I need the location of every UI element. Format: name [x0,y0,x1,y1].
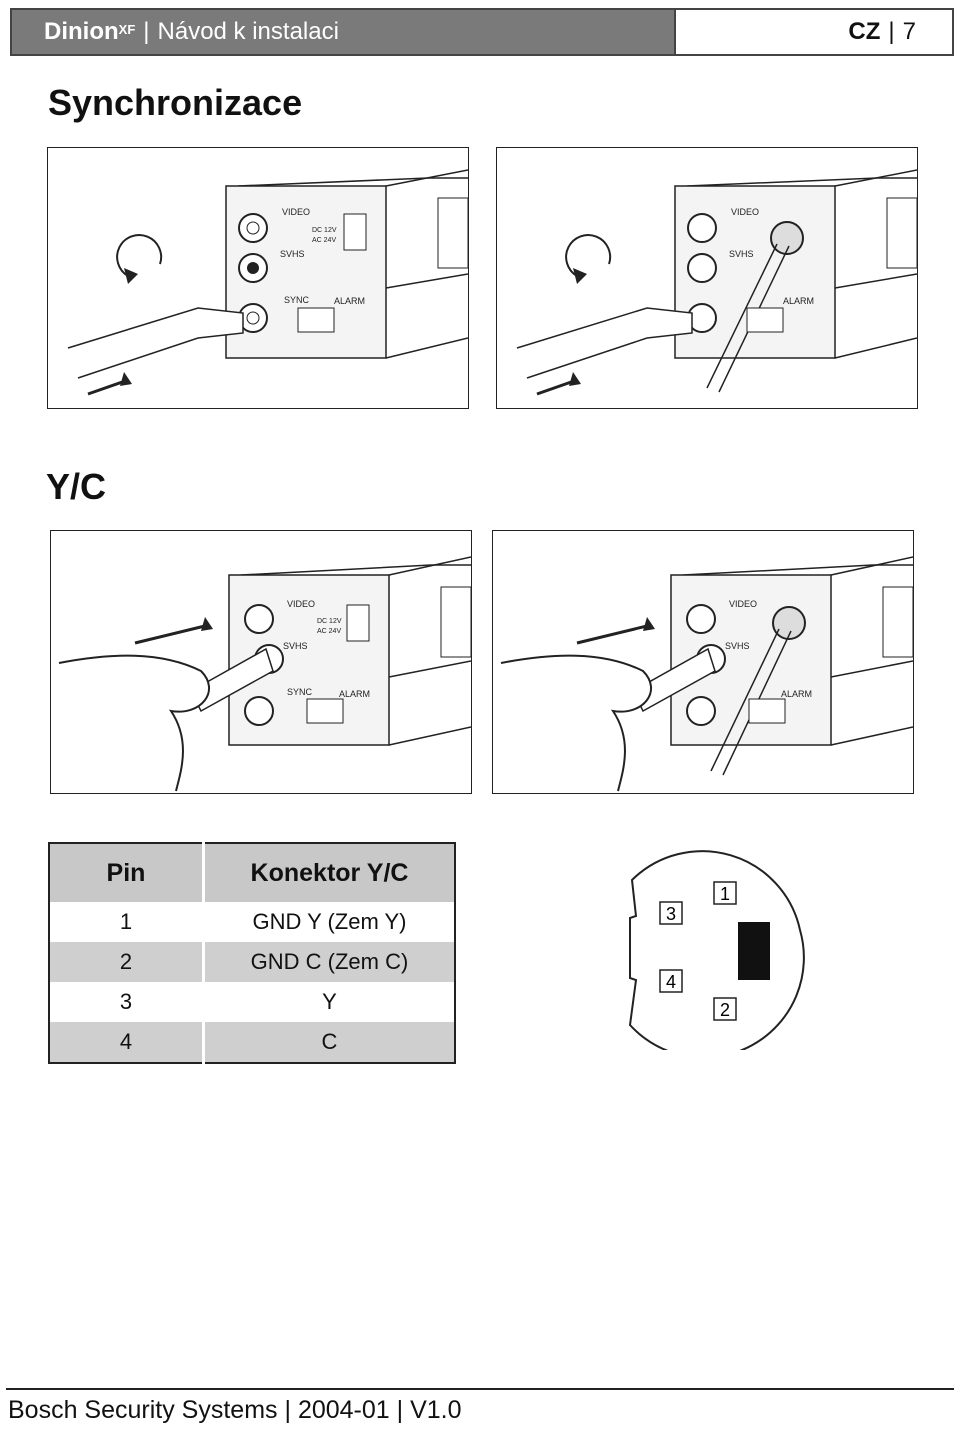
connector-pinout: 1 2 3 4 [628,850,805,1059]
signal-cell: C [203,1022,455,1063]
pin-label: 2 [720,1000,730,1020]
table-row: 1 GND Y (Zem Y) [49,902,455,942]
camera-illustration: VIDEO SVHS ALARM [516,169,918,396]
panel-label: VIDEO [287,599,315,609]
panel-label: AC 24V [317,628,341,635]
panel-label: VIDEO [729,599,757,609]
table-header-row: Pin Konektor Y/C [49,843,455,902]
pin-cell: 2 [49,942,205,982]
table-row: 3 Y [49,982,455,1022]
panel-label: AC 24V [312,237,336,244]
signal-cell: GND C (Zem C) [203,942,455,982]
figure-yc-bnc: VIDEO SVHS SYNC ALARM DC 12V AC 24V [50,530,472,794]
figure-sync-svhs: VIDEO SVHS ALARM [496,147,918,409]
panel-label: SVHS [280,249,305,259]
pin-label: 1 [720,884,730,904]
separator: | [143,18,150,45]
panel-label: ALARM [783,296,814,306]
figure-sync-bnc: VIDEO SVHS SYNC ALARM DC 12V AC 24V [47,147,469,409]
section-heading-yc: Y/C [46,466,107,507]
pin-table: Pin Konektor Y/C 1 GND Y (Zem Y) 2 GND C… [48,842,456,1064]
panel-label: SVHS [283,641,308,651]
panel-label: SVHS [729,249,754,259]
separator: | [888,18,895,45]
panel-label: SYNC [284,295,310,305]
company-name: Bosch Security Systems [8,1396,278,1424]
product-name: Dinion [44,18,119,45]
page-number: 7 [902,18,916,45]
doc-version: V1.0 [410,1396,462,1424]
signal-cell: Y [322,989,337,1014]
signal-cell: GND Y (Zem Y) [252,909,407,934]
product-superscript: XF [118,21,136,37]
panel-label: DC 12V [312,227,337,234]
panel-label: ALARM [339,689,370,699]
page-footer: Bosch Security Systems | 2004-01 | V1.0 [8,1396,462,1425]
panel-label: SVHS [725,641,750,651]
yc-connector-diagram: 1 2 3 4 [610,850,810,1059]
camera-illustration: VIDEO SVHS SYNC ALARM DC 12V AC 24V [67,169,469,396]
panel-label: DC 12V [317,618,342,625]
column-header: Pin [49,843,205,902]
pin-label: 4 [666,972,676,992]
camera-illustration: VIDEO SVHS ALARM [500,556,914,792]
pin-label: 3 [666,904,676,924]
panel-label: VIDEO [731,207,759,217]
pin-cell: 4 [49,1022,205,1063]
separator: | [396,1396,404,1424]
section-heading-sync: Synchronizace [48,82,303,123]
footer-divider [6,1388,954,1390]
camera-illustration: VIDEO SVHS SYNC ALARM DC 12V AC 24V [58,556,472,792]
key-block [738,922,770,980]
panel-label: SYNC [287,687,313,697]
table-row: 4 C [49,1022,455,1063]
column-header: Konektor Y/C [203,843,455,902]
panel-label: ALARM [334,296,365,306]
separator: | [284,1396,291,1424]
panel-label: VIDEO [282,207,310,217]
pin-cell: 1 [49,902,205,942]
doc-title: Návod k instalaci [157,18,339,45]
doc-date: 2004-01 [297,1396,390,1424]
panel-label: ALARM [781,689,812,699]
language-code: CZ [848,18,881,45]
table-row: 2 GND C (Zem C) [49,942,455,982]
pin-cell: 3 [49,982,205,1022]
header-page-block: CZ | 7 [674,10,952,54]
figure-yc-svhs: VIDEO SVHS ALARM [492,530,914,794]
